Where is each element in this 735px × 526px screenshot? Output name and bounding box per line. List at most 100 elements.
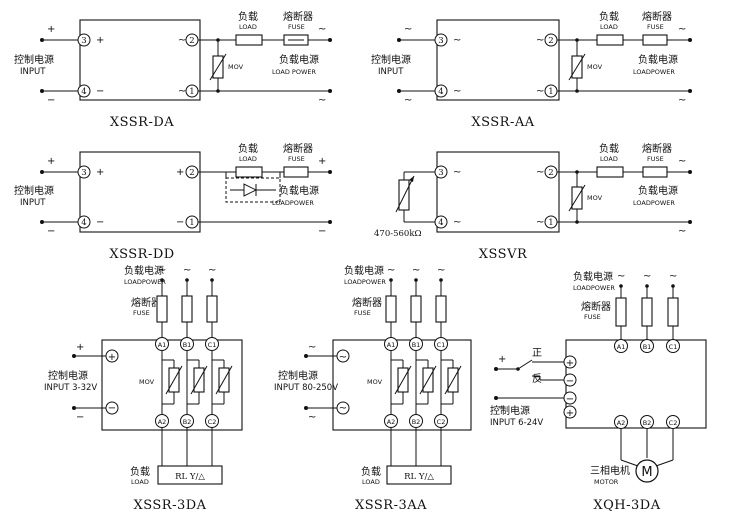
fuse-en-label: FUSE (288, 23, 305, 31)
diagram-xssr-da: 3 4 + − + − 控制电源 INPUT ~ ~ 2 1 负载 LOAD 熔… (14, 10, 332, 130)
load-box (157, 465, 223, 485)
plus-sign: + (47, 24, 55, 35)
minus-sign: − (96, 86, 104, 97)
load-en-label: LOAD (239, 23, 257, 31)
load-label: 负载 (238, 142, 258, 155)
load-box (386, 465, 452, 485)
terminal-3: 3 (81, 36, 86, 46)
ac-sign: ~ (208, 265, 216, 276)
minus-sign: − (318, 226, 326, 237)
ac-sign: ~ (536, 167, 544, 178)
terminal-a1: A1 (158, 341, 167, 349)
fuse (385, 295, 397, 323)
diagram-xssvr: 3 4 ~ ~ 470-560kΩ ~ ~ 2 1 负载 LOAD 熔断器 FU… (374, 142, 692, 262)
minus-sign: − (566, 376, 574, 387)
load-power-en-label: LOAD POWER (272, 68, 316, 76)
terminal-a1: A1 (617, 343, 626, 351)
load-en-label: LOAD (362, 478, 380, 486)
fuse-label: 熔断器 (642, 10, 672, 23)
terminal-a1: A1 (387, 341, 396, 349)
control-power-label: 控制电源 (14, 53, 54, 66)
terminal-4: 4 (81, 218, 86, 228)
caption-xssr-3da: XSSR-3DA (133, 498, 206, 513)
ac-sign: ~ (404, 95, 412, 106)
terminal-3: 3 (81, 168, 86, 178)
motor-en-label: MOTOR (594, 478, 619, 486)
ac-sign: ~ (178, 86, 186, 97)
plus-sign: + (96, 167, 104, 178)
caption-xssr-dd: XSSR-DD (109, 247, 174, 262)
ac-sign: ~ (387, 265, 395, 276)
terminal-3: 3 (438, 168, 443, 178)
forward-label: 正 (532, 348, 542, 359)
terminal-1: 1 (189, 218, 194, 228)
fuse-label: 熔断器 (642, 142, 672, 155)
load-power-label: 负载电源 (573, 270, 613, 283)
fuse (615, 297, 627, 327)
fuse-en-label: FUSE (133, 309, 150, 317)
terminal-c2: C2 (437, 418, 446, 426)
ac-sign: ~ (669, 271, 677, 282)
mov-label: MOV (587, 63, 603, 71)
input-label: INPUT (20, 67, 46, 77)
terminal-a2: A2 (617, 419, 626, 427)
ac-sign: ~ (453, 167, 461, 178)
ac-sign: ~ (339, 352, 347, 363)
fuse-en-label: FUSE (288, 155, 305, 163)
resistor-value-label: 470-560kΩ (374, 229, 422, 239)
input-label: INPUT (20, 198, 46, 208)
ac-sign: ~ (453, 35, 461, 46)
load-label: 负载 (599, 10, 619, 23)
load-power-label: 负载电源 (124, 264, 164, 277)
fuse-en-label: FUSE (584, 313, 601, 321)
plus-sign: + (96, 35, 104, 46)
load-box-label: RL Y/△ (404, 472, 434, 482)
load-power-label: 负载电源 (279, 184, 319, 197)
terminal-a2: A2 (387, 418, 396, 426)
load-power-en-label: LOADPOWER (633, 68, 675, 76)
load-resistor (235, 166, 263, 178)
load-label: 负载 (361, 465, 381, 478)
terminal-2: 2 (548, 168, 553, 178)
plus-sign: + (108, 352, 116, 363)
ac-sign: ~ (318, 95, 326, 106)
terminal-4: 4 (81, 87, 86, 97)
fuse-en-label: FUSE (354, 309, 371, 317)
terminal-4: 4 (438, 87, 443, 97)
ac-sign: ~ (183, 265, 191, 276)
load-power-en-label: LOADPOWER (344, 278, 386, 286)
fuse (156, 295, 168, 323)
load-resistor (235, 34, 263, 46)
terminal-2: 2 (189, 168, 194, 178)
plus-sign: + (318, 156, 326, 167)
ac-sign: ~ (678, 156, 686, 167)
fuse-label: 熔断器 (581, 300, 611, 313)
mov-label: MOV (367, 378, 383, 386)
diagram-xqh-3da: 负载电源 LOADPOWER 熔断器 FUSE ~ ~ ~ A1 B1 C1 A… (490, 270, 707, 513)
terminal-b1: B1 (643, 343, 652, 351)
ac-sign: ~ (339, 403, 347, 414)
terminal-c1: C1 (669, 343, 678, 351)
fuse (206, 295, 218, 323)
ac-sign: ~ (437, 265, 445, 276)
minus-sign: − (47, 95, 55, 106)
motor-symbol: M (641, 465, 652, 480)
plus-sign: + (566, 358, 574, 369)
terminal-b2: B2 (183, 418, 192, 426)
load-resistor (596, 34, 624, 46)
terminal-2: 2 (189, 36, 194, 46)
fuse (283, 166, 309, 178)
ac-sign: ~ (412, 265, 420, 276)
plus-sign: + (47, 156, 55, 167)
fuse (410, 295, 422, 323)
caption-xssr-da: XSSR-DA (110, 115, 174, 130)
ac-sign: ~ (536, 217, 544, 228)
terminal-c2: C2 (669, 419, 678, 427)
ac-sign: ~ (308, 342, 316, 353)
load-power-en-label: LOADPOWER (272, 199, 314, 207)
load-en-label: LOAD (131, 478, 149, 486)
ac-sign: ~ (308, 412, 316, 423)
diode-box (225, 177, 281, 203)
mov-label: MOV (139, 378, 155, 386)
ac-sign: ~ (453, 86, 461, 97)
